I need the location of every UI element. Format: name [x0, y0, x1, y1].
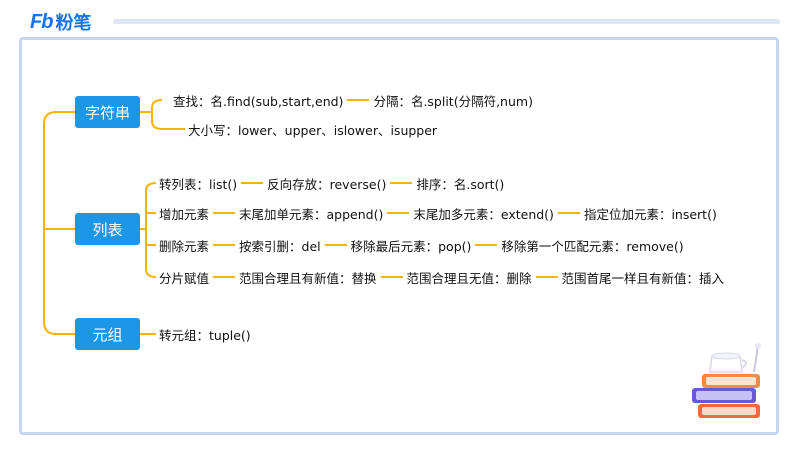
- leaf-insert: 指定位加元素：insert(): [583, 206, 717, 222]
- leaf-append: 末尾加单元素：append(): [239, 206, 384, 222]
- list-row-delete: 删除元素 按索引删：del 移除最后元素：pop() 移除第一个匹配元素：rem…: [159, 235, 684, 255]
- tuple-row: 转元组：tuple(): [159, 324, 251, 344]
- node-tuple: 元组: [75, 318, 140, 350]
- node-list: 列表: [75, 213, 140, 245]
- leaf-case: 大小写：lower、upper、islower、isupper: [188, 122, 438, 138]
- leaf-remove-range: 范围合理且无值：删除: [406, 270, 532, 286]
- connector: [475, 244, 498, 246]
- list-row-convert: 转列表：list() 反向存放：reverse() 排序：名.sort(): [159, 173, 504, 193]
- list-row-add: 增加元素 末尾加单元素：append() 末尾加多元素：extend() 指定位…: [159, 203, 717, 223]
- connector: [347, 99, 370, 101]
- connector: [535, 276, 558, 278]
- leaf-extend: 末尾加多元素：extend(): [413, 206, 554, 222]
- leaf-insert-range: 范围首尾一样且有新值：插入: [561, 270, 725, 286]
- leaf-slice: 分片赋值: [159, 270, 210, 286]
- leaf-replace: 范围合理且有新值：替换: [239, 270, 377, 286]
- leaf-del: 按索引删：del: [239, 238, 321, 254]
- connector: [387, 212, 410, 214]
- leaf-split: 分隔：名.split(分隔符,num): [373, 93, 533, 109]
- header-rule: [113, 19, 780, 24]
- content-frame: [19, 37, 779, 435]
- string-row-case: 大小写：lower、upper、islower、isupper: [188, 119, 437, 139]
- books-stack-icon: [692, 343, 761, 418]
- brand-logo: Fb 粉笔: [30, 10, 92, 35]
- brand-name: 粉笔: [55, 13, 92, 34]
- leaf-sort: 排序：名.sort(): [416, 176, 505, 192]
- leaf-reverse: 反向存放：reverse(): [267, 176, 387, 192]
- leaf-add: 增加元素: [159, 206, 210, 222]
- connector: [380, 276, 403, 278]
- leaf-delete: 删除元素: [159, 238, 210, 254]
- connector: [213, 212, 236, 214]
- leaf-tuple: 转元组：tuple(): [159, 327, 251, 343]
- connector: [213, 244, 236, 246]
- brand-mark: Fb: [30, 10, 53, 33]
- leaf-remove: 移除第一个匹配元素：remove(): [501, 238, 684, 254]
- leaf-pop: 移除最后元素：pop(): [350, 238, 472, 254]
- connector: [241, 182, 264, 184]
- connector: [557, 212, 580, 214]
- list-row-slice: 分片赋值 范围合理且有新值：替换 范围合理且无值：删除 范围首尾一样且有新值：插…: [159, 267, 724, 287]
- connector: [324, 244, 347, 246]
- connector: [390, 182, 413, 184]
- leaf-find: 查找：名.find(sub,start,end): [173, 93, 344, 109]
- leaf-to-list: 转列表：list(): [159, 176, 238, 192]
- connector: [213, 276, 236, 278]
- node-string: 字符串: [75, 96, 140, 128]
- string-row-find-split: 查找：名.find(sub,start,end) 分隔：名.split(分隔符,…: [173, 90, 533, 110]
